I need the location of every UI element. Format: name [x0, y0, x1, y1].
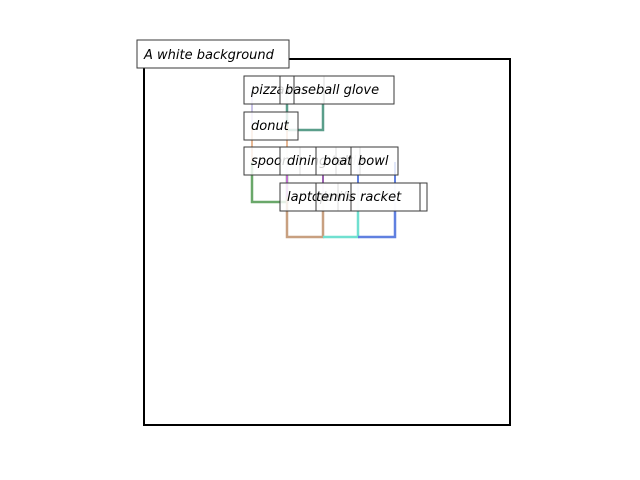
svg-text:boat: boat [323, 154, 353, 169]
connector-tan [285, 197, 325, 239]
svg-text:baseball glove: baseball glove [285, 83, 379, 98]
svg-text:bowl: bowl [358, 154, 389, 169]
label-baseball-glove: baseball glove [285, 75, 395, 105]
connector-teal [285, 90, 325, 132]
label-bowl: bowl [350, 146, 399, 176]
svg-text:pizza: pizza [250, 83, 285, 98]
title-text: A white background [143, 48, 275, 63]
svg-text:knife: knife [323, 190, 355, 205]
svg-text:donut: donut [251, 119, 290, 134]
frame-rect [143, 58, 511, 426]
label-title: A white background [136, 39, 290, 69]
label-donut: donut [243, 111, 299, 141]
svg-text:tennis racket: tennis racket [316, 190, 402, 205]
label-tennis-racket: tennis racket [316, 182, 421, 212]
